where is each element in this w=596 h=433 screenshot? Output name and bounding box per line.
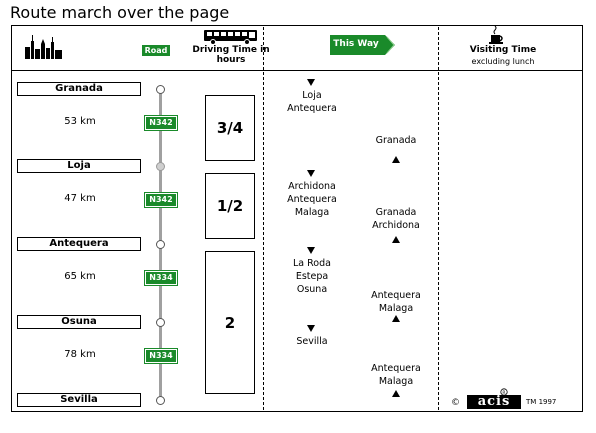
road-header-badge: Road — [142, 45, 170, 56]
town-antequera: Antequera — [17, 237, 141, 251]
place-name: Malaga — [378, 376, 414, 387]
place-name: Antequera — [287, 194, 337, 205]
leg-distance: 53 km — [64, 116, 96, 127]
this-way-up-group: Granada — [350, 134, 442, 147]
place-name: Malaga — [378, 303, 414, 314]
registered-icon: R — [500, 388, 508, 396]
down-arrow-icon — [307, 79, 315, 86]
down-arrow-icon — [307, 247, 315, 254]
this-way-arrow-icon — [330, 35, 395, 55]
down-arrow-icon — [307, 170, 315, 177]
place-name: Antequera — [287, 103, 337, 114]
place-name: Granada — [375, 135, 417, 146]
this-way-down-group: Sevilla — [268, 335, 356, 348]
copyright-year: 1997 — [538, 398, 557, 406]
bus-icon — [204, 30, 257, 45]
place-name: Loja — [302, 90, 322, 101]
copyright-symbol: © — [451, 398, 460, 408]
this-way-label: This Way — [333, 39, 379, 49]
city-skyline-icon — [25, 35, 62, 59]
driving-time-box: 2 — [205, 251, 255, 394]
down-arrow-icon — [307, 325, 315, 332]
road-number-badge: N342 — [144, 192, 178, 208]
visiting-time-subheader: excluding lunch — [471, 57, 535, 66]
visiting-time-header: Visiting Time — [469, 45, 537, 55]
up-arrow-icon — [392, 156, 400, 163]
place-name: La Roda — [293, 258, 331, 269]
town-granada: Granada — [17, 82, 141, 96]
route-node — [156, 396, 165, 405]
this-way-down-group: La Roda Estepa Osuna — [268, 257, 356, 296]
up-arrow-icon — [392, 390, 400, 397]
town-sevilla: Sevilla — [17, 393, 141, 407]
svg-text:R: R — [502, 390, 505, 396]
driving-time-box: 1/2 — [205, 173, 255, 239]
route-node — [156, 318, 165, 327]
place-name: Osuna — [296, 284, 328, 295]
route-node — [156, 240, 165, 249]
leg-distance: 78 km — [64, 349, 96, 360]
place-name: Antequera — [371, 290, 421, 301]
driving-time-header: Driving Time in hours — [192, 45, 270, 65]
place-name: Sevilla — [296, 336, 328, 347]
road-number-badge: N342 — [144, 115, 178, 131]
page-title: Route march over the page — [10, 3, 230, 22]
road-number-badge: N334 — [144, 270, 178, 286]
column-divider-left — [263, 27, 264, 410]
leg-distance: 47 km — [64, 193, 96, 204]
this-way-down-group: Archidona Antequera Malaga — [268, 180, 356, 219]
coffee-cup-icon — [489, 25, 503, 44]
this-way-up-group: Antequera Malaga — [350, 362, 442, 388]
place-name: Archidona — [372, 220, 420, 231]
place-name: Archidona — [288, 181, 336, 192]
driving-time-box: 3/4 — [205, 95, 255, 161]
this-way-up-group: Antequera Malaga — [350, 289, 442, 315]
route-node — [156, 85, 165, 94]
leg-distance: 65 km — [64, 271, 96, 282]
up-arrow-icon — [392, 315, 400, 322]
town-loja: Loja — [17, 159, 141, 173]
this-way-down-group: Loja Antequera — [268, 89, 356, 115]
place-name: Granada — [375, 207, 417, 218]
place-name: Estepa — [295, 271, 329, 282]
route-march-frame — [11, 25, 583, 412]
place-name: Antequera — [371, 363, 421, 374]
up-arrow-icon — [392, 236, 400, 243]
column-divider-right — [438, 27, 439, 410]
this-way-up-group: Granada Archidona — [350, 206, 442, 232]
route-node — [156, 162, 165, 171]
acis-logo: acis — [467, 395, 521, 409]
header-divider — [11, 70, 583, 71]
trademark-text: TM 1997 — [526, 398, 556, 406]
place-name: Malaga — [294, 207, 330, 218]
road-number-badge: N334 — [144, 348, 178, 364]
trademark-symbol: TM — [526, 398, 537, 406]
town-osuna: Osuna — [17, 315, 141, 329]
